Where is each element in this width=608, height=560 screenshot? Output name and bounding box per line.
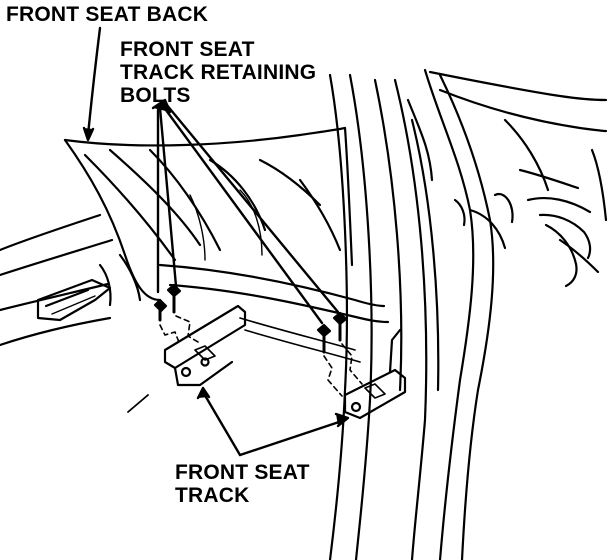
leader-bolts xyxy=(151,98,340,325)
label-line: TRACK xyxy=(175,484,250,507)
retaining-bolt-right-rear xyxy=(332,311,363,385)
leader-seat-track xyxy=(196,386,350,457)
leader-seat-back xyxy=(82,26,102,142)
retaining-bolt-right-front xyxy=(316,323,343,397)
interior-trim xyxy=(428,70,608,288)
label-front-seat-back: FRONT SEAT BACK xyxy=(6,3,208,26)
label-line: FRONT SEAT xyxy=(120,38,255,61)
floor-mark xyxy=(127,394,149,413)
label-line: TRACK RETAINING xyxy=(120,61,317,84)
label-line: FRONT SEAT xyxy=(175,461,310,484)
retaining-bolt-left xyxy=(153,298,181,346)
door-pillar-outline xyxy=(328,68,514,560)
door-sill xyxy=(0,213,142,347)
label-seat-track-retaining-bolts: FRONT SEAT TRACK RETAINING BOLTS xyxy=(120,38,316,107)
label-front-seat-track: FRONT SEAT TRACK xyxy=(175,461,310,507)
label-line: BOLTS xyxy=(120,84,191,107)
retaining-bolt-center xyxy=(166,283,199,343)
label-line: FRONT SEAT BACK xyxy=(6,3,209,26)
front-seat-track xyxy=(163,304,407,420)
